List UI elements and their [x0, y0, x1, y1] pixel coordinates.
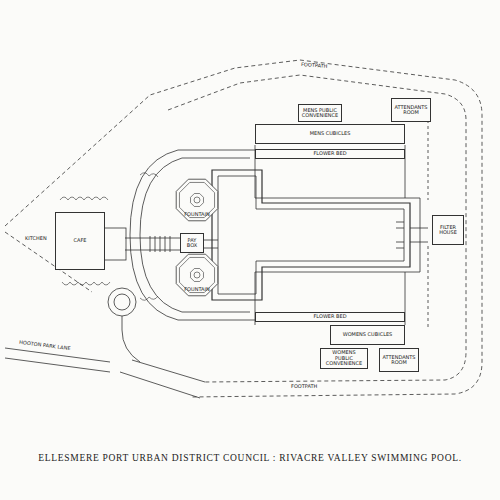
road: [5, 348, 110, 372]
building-box: FLOWER BED: [255, 149, 405, 159]
building-box: PAY BOX: [180, 233, 204, 253]
road: [120, 360, 205, 398]
room-label: MENS CUBICLES: [310, 131, 351, 137]
drive-edge: [428, 120, 429, 330]
site-label: FOOTPATH: [300, 62, 329, 69]
room-label: ATTENDANTS ROOM: [382, 355, 416, 366]
room-label: FILTER HOUSE: [435, 225, 461, 236]
roundabout: [108, 288, 136, 316]
building-box: ATTENDANTS ROOM: [379, 348, 419, 372]
building-box: MENS CUBICLES: [255, 124, 405, 144]
fountain-octagon: FOUNTAIN: [175, 178, 219, 222]
room-label: FOUNTAIN: [184, 212, 210, 218]
cafe-porch: [104, 228, 126, 260]
site-label: KITCHEN: [24, 236, 48, 242]
entrance-path: [125, 238, 180, 250]
footpath-outer: [5, 60, 482, 397]
building-box: WOMENS PUBLIC CONVENIENCE: [320, 348, 368, 369]
road-name: HOOTON PARK LANE: [18, 340, 72, 352]
room-label: FOUNTAIN: [184, 287, 210, 293]
pool-ladder: [396, 222, 404, 248]
room-label: FLOWER BED: [313, 314, 346, 320]
site-label: FOOTPATH: [290, 384, 318, 390]
building-box: ATTENDANTS ROOM: [391, 98, 431, 122]
terrace-outline: [130, 150, 255, 320]
building-box: FILTER HOUSE: [432, 215, 464, 245]
drive: [122, 316, 140, 362]
entrance-path: [203, 240, 218, 248]
room-label: CAFE: [74, 238, 87, 244]
terrace-outline: [140, 158, 250, 312]
room-label: PAY BOX: [183, 238, 201, 249]
room-label: ATTENDANTS ROOM: [394, 105, 428, 116]
room-label: FLOWER BED: [313, 151, 346, 157]
room-label: WOMENS CUBICLES: [343, 332, 393, 338]
pipe: [410, 228, 428, 242]
fountain-octagon: FOUNTAIN: [175, 253, 219, 297]
caption: ELLESMERE PORT URBAN DISTRICT COUNCIL : …: [0, 453, 500, 463]
pool-inner: [218, 176, 404, 294]
footpath-inner: [168, 75, 466, 382]
building-box: WOMENS CUBICLES: [330, 325, 405, 345]
pool-outline: [212, 170, 410, 300]
terrace-wall: [255, 145, 405, 325]
building-box: FLOWER BED: [255, 312, 405, 322]
building-box: CAFE: [55, 212, 105, 270]
steps: [150, 236, 170, 252]
roundabout: [114, 294, 130, 310]
room-label: WOMENS PUBLIC CONVENIENCE: [323, 350, 365, 367]
room-label: MENS PUBLIC CONVENIENCE: [301, 108, 339, 119]
building-box: MENS PUBLIC CONVENIENCE: [298, 104, 342, 122]
